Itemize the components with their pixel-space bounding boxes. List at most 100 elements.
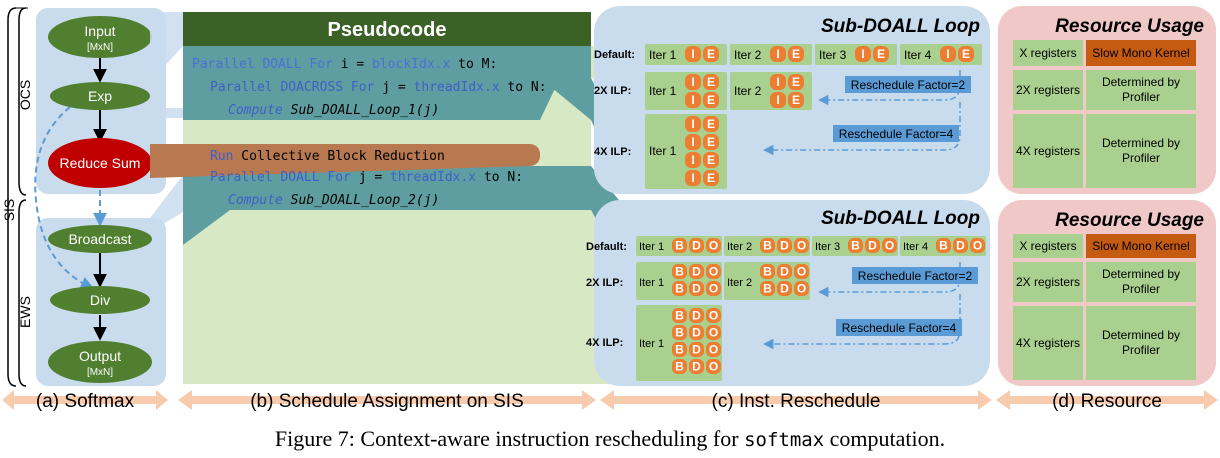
code-line-5: Parallel DOALL For j = threadIdx.x to N: [210,170,523,185]
bottom-op-d-text: D [692,325,701,339]
panel-labels: (a) Softmax (b) Schedule Assignment on S… [2,390,1218,412]
div-node [50,286,150,314]
bottom-op-b-text: B [763,264,772,278]
svg-text:Iter 4: Iter 4 [903,241,928,253]
top-op-i-text: I [776,93,779,107]
top-2x-label: 2X ILP: [594,85,631,97]
top-op-i-badge [685,116,701,132]
pseudocode-panel: Pseudocode Parallel DOALL For i = blockI… [150,12,623,384]
top-op-i-text: I [691,93,694,107]
bottom-op-o-badge [706,325,721,340]
bottom-op-d-badge [689,308,704,323]
bottom-op-b-badge [760,238,775,253]
bottom-op-o-badge [794,238,809,253]
bottom-op-d-text: D [868,238,877,252]
input-node-shape: [MxN] [87,42,113,53]
bottom-op-b-text: B [763,238,772,252]
top-resource-title: Resource Usage [1055,16,1204,37]
bottom-op-d-badge [689,281,704,296]
svg-text:Iter 1: Iter 1 [639,241,664,253]
bottom-op-d-text: D [780,264,789,278]
bottom-reschedule-panel: Sub-DOALL Loop Default: 2X ILP: 4X ILP: … [586,200,990,386]
bottom-op-d-text: D [692,238,701,252]
bottom-op-b-badge [760,281,775,296]
bottom-op-d-badge [689,342,704,357]
bottom-op-b-badge [848,238,863,253]
top-factor2-label: Reschedule Factor=2 [851,78,966,92]
bottom-op-b-text: B [675,281,684,295]
softmax-panel: SIS OCS EWS Input [MxN] Exp Reduce Sum B… [1,7,166,387]
input-node-label: Input [84,23,115,39]
top-op-i-badge [685,46,701,62]
output-node-shape: [MxN] [87,367,113,378]
bottom-op-o-text: O [885,238,894,252]
panel-a-label: (a) Softmax [36,391,135,412]
broadcast-node [48,225,152,253]
bottom-op-b-badge [672,342,687,357]
caption-suffix: computation. [824,426,946,451]
svg-text:X registers: X registers [1019,46,1076,60]
top-op-e-badge [703,116,719,132]
bottom-op-o-text: O [973,238,982,252]
svg-text:Iter 2: Iter 2 [727,241,752,253]
svg-text:Iter 1: Iter 1 [639,338,664,350]
reduce-sum-node-label: Reduce Sum [60,155,141,171]
bottom-op-o-text: O [709,308,718,322]
bottom-op-b-badge [672,281,687,296]
bottom-op-o-badge [882,238,897,253]
top-op-i-badge [685,134,701,150]
bottom-op-o-badge [706,281,721,296]
top-op-i-text: I [691,153,694,167]
top-op-e-badge [958,46,974,62]
top-op-i-text: I [691,117,694,131]
top-op-i-badge [855,46,871,62]
top-op-i-badge [940,46,956,62]
bottom-op-b-badge [672,238,687,253]
bottom-resource-panel: Resource Usage X registers Slow Mono Ker… [998,200,1216,386]
bottom-op-b-badge [672,325,687,340]
bottom-op-b-text: B [675,342,684,356]
bottom-op-d-badge [689,359,704,374]
ews-brace [18,199,27,387]
bottom-op-o-text: O [797,281,806,295]
figure-caption: Figure 7: Context-aware instruction resc… [0,426,1220,452]
bottom-factor2-badge [852,267,978,284]
exp-to-div-arrow [34,106,95,290]
bottom-op-o-text: O [797,264,806,278]
bottom-op-d-badge [865,238,880,253]
bottom-op-b-text: B [851,238,860,252]
top-op-e-badge [703,92,719,108]
bottom-op-o-text: O [709,342,718,356]
exp-node [50,82,150,110]
bottom-op-b-badge [672,264,687,279]
top-factor2-badge [845,76,971,93]
bottom-op-d-badge [777,264,792,279]
svg-text:Slow Mono Kernel: Slow Mono Kernel [1092,46,1189,60]
top-op-i-text: I [776,75,779,89]
input-node [48,16,152,58]
top-factor4-badge [833,125,959,142]
top-op-e-text: E [707,117,715,131]
top-op-i-text: I [861,47,864,61]
svg-text:4X registers: 4X registers [1016,336,1080,350]
top-row2-kernel: Determined by Profiler [1101,75,1181,104]
top-op-i-badge [685,170,701,186]
output-node-label: Output [79,348,121,364]
caption-prefix: Figure 7: Context-aware instruction resc… [274,426,745,451]
top-op-e-badge [788,46,804,62]
top-op-i-badge [770,46,786,62]
reduction-bar [150,143,541,178]
sis-label: SIS [1,199,17,222]
top-op-i-badge [685,152,701,168]
broadcast-node-label: Broadcast [68,231,131,247]
ews-label: EWS [17,296,33,328]
bottom-resource-title: Resource Usage [1055,210,1204,231]
top-op-i-text: I [691,75,694,89]
top-op-i-badge [685,74,701,90]
top-op-e-text: E [707,135,715,149]
bottom-op-d-badge [689,264,704,279]
top-op-e-text: E [792,75,800,89]
code-line-3: Compute Sub_DOALL_Loop_1(j) [228,103,439,118]
top-row3-kernel: Determined by Profiler [1101,136,1181,165]
